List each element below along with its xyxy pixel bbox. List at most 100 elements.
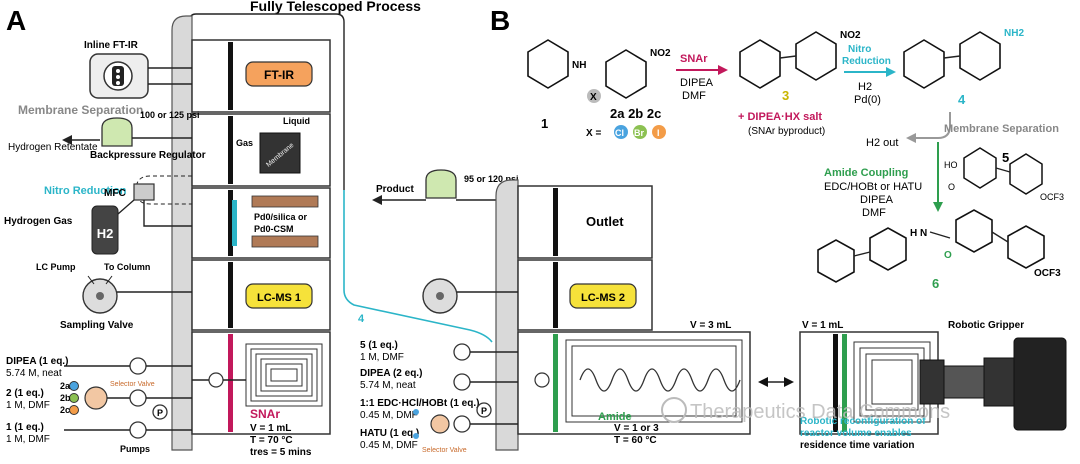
pump-icon — [129, 421, 147, 439]
nitro-h2: H2 — [858, 81, 872, 93]
nitro-pd0: Pd(0) — [854, 94, 881, 106]
compound-6-pyridine — [869, 227, 907, 271]
sampling-valve-label: Sampling Valve — [60, 320, 134, 331]
edc-label: 1:1 EDC·HCl/HOBt (1 eq.) — [360, 398, 479, 409]
selector-valve-label-b: Selector Valve — [422, 447, 467, 454]
compound-1-ring — [527, 39, 569, 89]
inline-ftir-label: Inline FT-IR — [84, 40, 139, 51]
dipea-conc-b: 5.74 M, neat — [360, 380, 416, 391]
compound-6-ocf3: OCF3 — [1034, 268, 1061, 279]
process-title: Fully Telescoped Process — [250, 0, 421, 14]
pump-icon — [129, 389, 147, 407]
dipea-conc-a: 5.74 M, neat — [6, 368, 62, 379]
v1-label: V = 1 mL — [802, 320, 843, 331]
panel-b-letter: B — [490, 5, 510, 36]
dipea-label-a: DIPEA (1 eq.) — [6, 356, 68, 367]
lcms1-box — [245, 283, 313, 309]
valve-2a-port — [69, 381, 79, 391]
compound-5-ring-b — [1009, 153, 1043, 195]
compound-5-ho: HO — [944, 160, 958, 170]
mfc-icon — [133, 183, 155, 201]
membrane-separation-label-b: Membrane Separation — [944, 123, 1059, 135]
compound-1-nh: NH — [572, 60, 586, 71]
manifold-wall-b — [495, 179, 519, 451]
hydrogen-gas-label: Hydrogen Gas — [4, 216, 73, 227]
v1-reactor-column — [842, 334, 847, 432]
snar-arrow-label: SNAr — [680, 53, 708, 65]
robot-arm-icon — [1013, 337, 1067, 431]
valve-2a-label: 2a — [60, 381, 71, 391]
nitro-arrow-label-2: Reduction — [842, 56, 891, 67]
x-i-label: I — [657, 128, 660, 138]
backpressure-regulator-label: Backpressure Regulator — [90, 150, 206, 161]
compound-3-label: 3 — [782, 88, 789, 103]
reagent-5-label: 5 (1 eq.) — [360, 340, 398, 351]
reconfig-line-2: reactor volume enables — [800, 428, 912, 439]
amide-reactor-column — [553, 334, 558, 432]
robotic-gripper-label: Robotic Gripper — [948, 320, 1024, 331]
divider-bar — [228, 190, 233, 256]
snar-coil — [245, 343, 323, 407]
outlet-module — [517, 185, 653, 259]
pump-icon — [129, 357, 147, 375]
v3-label: V = 3 mL — [690, 320, 731, 331]
divider-bar — [553, 188, 558, 256]
stream-4-label: 4 — [358, 313, 365, 325]
amide-temperature: T = 60 °C — [614, 435, 657, 446]
gas-label: Gas — [236, 138, 253, 148]
stream-4-pipe — [343, 190, 493, 343]
compound-4-nh2: NH2 — [1004, 28, 1024, 39]
pressure-sensor-b-label: P — [481, 406, 487, 416]
catalyst-cartridge-top — [251, 195, 319, 208]
pressure-sensor-icon — [152, 404, 168, 420]
compound-5-label: 5 — [1002, 150, 1009, 165]
lcms1-label: LC-MS 1 — [257, 292, 301, 304]
divider-bar — [228, 42, 233, 110]
selector-valve-label-a: Selector Valve — [110, 381, 155, 388]
panel-a-letter: A — [6, 5, 26, 36]
catalyst-label-1: Pd0/silica or — [254, 212, 308, 222]
h2-out-label: H2 out — [866, 137, 898, 149]
compound-4-pyridine — [959, 31, 1001, 81]
pump-icon — [453, 343, 471, 361]
amide-volume: V = 1 or 3 — [614, 423, 659, 434]
compound-2-no2: NO2 — [650, 48, 671, 59]
outlet-label: Outlet — [586, 214, 624, 229]
product-regulator-icon — [425, 169, 457, 199]
compound-3-morpholine — [739, 39, 781, 89]
pressure-top: 100 or 125 psi — [140, 110, 200, 120]
watermark-text: Therapeutics Data Commons — [690, 401, 950, 423]
lcms2-label: LC-MS 2 — [581, 292, 625, 304]
amide-title: Amide — [598, 411, 632, 423]
compound-6-o: O — [944, 250, 952, 261]
compound-6-hn: H N — [910, 228, 927, 239]
compound-6-morpholine — [817, 239, 855, 283]
snar-temperature: T = 70 °C — [250, 435, 293, 446]
nitro-arrow-label-1: Nitro — [848, 44, 871, 55]
pump-icon — [453, 415, 471, 433]
lc-pump-label: LC Pump — [36, 262, 76, 272]
product-label: Product — [376, 184, 414, 195]
reagent-1-label: 1 (1 eq.) — [6, 422, 44, 433]
snar-dmf: DMF — [682, 90, 706, 102]
x-cl-label: Cl — [615, 128, 624, 138]
snar-dipea: DIPEA — [680, 77, 714, 89]
compound-4-label: 4 — [958, 92, 966, 107]
snar-residence-time: tres = 5 mins — [250, 447, 312, 458]
h2-cylinder-label: H2 — [97, 226, 114, 241]
amide-reagents-1: EDC/HOBt or HATU — [824, 181, 922, 193]
snar-volume: V = 1 mL — [250, 423, 291, 434]
cyan-reactor-column — [232, 200, 237, 246]
selector-valve-icon — [84, 386, 108, 410]
pumps-label: Pumps — [120, 444, 150, 454]
hydrogen-cylinder-icon — [91, 205, 119, 255]
ftir-box-label: FT-IR — [264, 68, 294, 82]
ftir-box — [245, 61, 313, 87]
membrane-separation-label-a: Membrane Separation — [18, 103, 143, 117]
divider-bar — [228, 116, 233, 184]
compound-4-morpholine — [903, 39, 945, 89]
lcms2-box — [569, 283, 637, 309]
pump-icon — [453, 373, 471, 391]
valve-2b-port — [69, 393, 79, 403]
